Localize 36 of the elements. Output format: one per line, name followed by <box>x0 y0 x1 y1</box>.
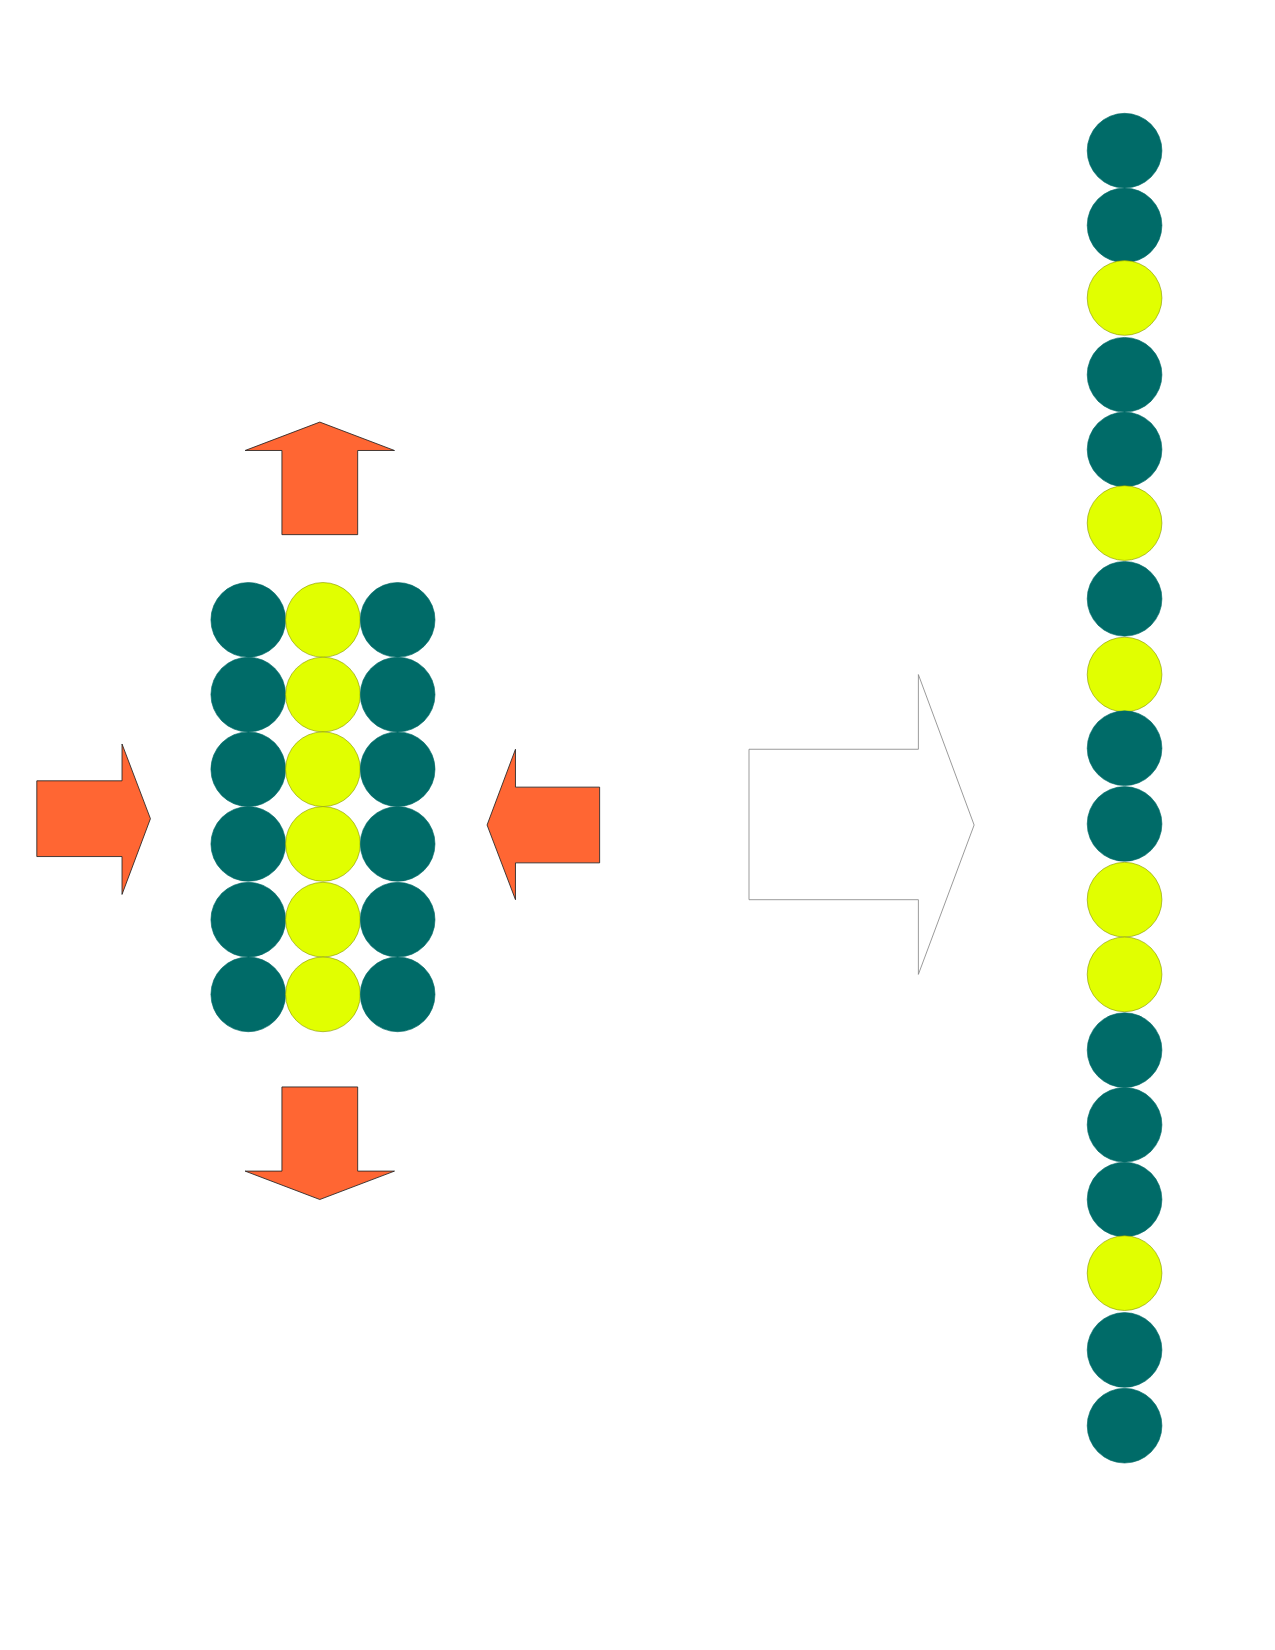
circle <box>1086 1161 1163 1238</box>
circle <box>360 806 436 882</box>
circle <box>1086 337 1163 413</box>
circle <box>1086 1087 1163 1163</box>
circle <box>360 582 436 658</box>
circle <box>360 656 436 733</box>
circle <box>1086 113 1163 189</box>
circle <box>1086 936 1163 1013</box>
circle <box>360 882 436 958</box>
circle <box>210 656 286 733</box>
circle <box>210 956 286 1033</box>
circle <box>1086 485 1163 561</box>
circle <box>1086 260 1163 336</box>
circle <box>360 731 436 807</box>
circle <box>1086 561 1163 637</box>
circle <box>1086 1235 1163 1311</box>
circle <box>285 882 361 958</box>
circle <box>1086 411 1163 488</box>
circle <box>210 882 286 958</box>
circle <box>1086 636 1163 713</box>
circle <box>210 582 286 658</box>
circle <box>210 731 286 807</box>
circle <box>1086 187 1163 264</box>
circle <box>360 956 436 1033</box>
circle <box>1086 1388 1163 1464</box>
circle <box>1086 1012 1163 1088</box>
circle <box>285 582 361 658</box>
circle <box>1086 710 1163 786</box>
circle <box>285 656 361 733</box>
circle <box>285 806 361 882</box>
circle <box>285 731 361 807</box>
circle <box>1086 1312 1163 1388</box>
circle <box>285 956 361 1033</box>
circle <box>1086 786 1163 862</box>
circle <box>1086 862 1163 938</box>
circle <box>210 806 286 882</box>
